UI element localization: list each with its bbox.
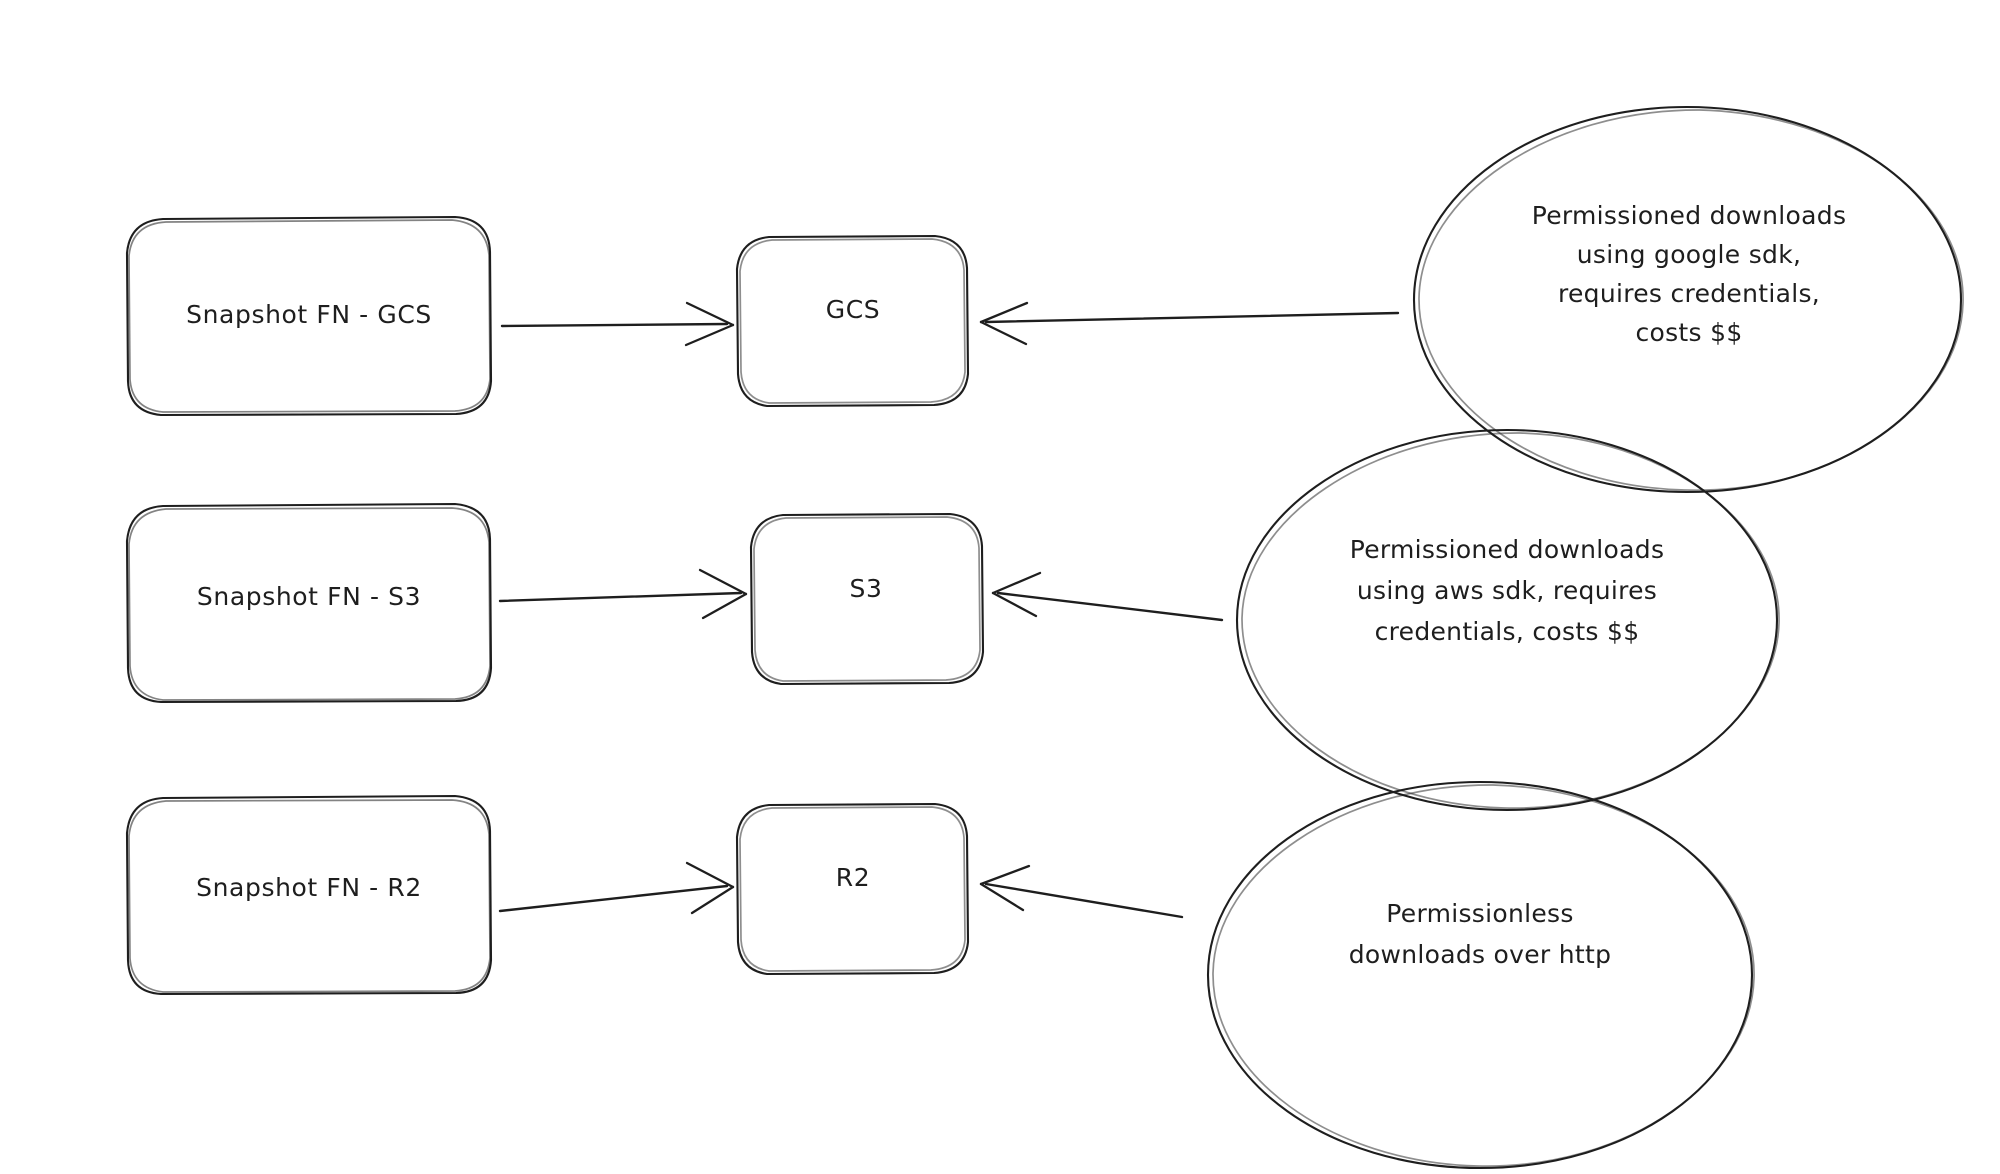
node-snapshot-fn-r2[interactable]: Snapshot FN - R2 (125, 794, 493, 996)
edge-s3-write (498, 568, 748, 620)
node-r2[interactable]: R2 (735, 802, 970, 976)
edge-r2-read (979, 864, 1184, 919)
node-gcs[interactable]: GCS (735, 234, 970, 408)
node-snapshot-fn-gcs[interactable]: Snapshot FN - GCS (125, 215, 493, 417)
node-label-gcs: GCS (826, 295, 881, 324)
note-r2[interactable]: Permissionless downloads over http (1206, 780, 1755, 1170)
note-gcs[interactable]: Permissioned downloads using google sdk,… (1412, 105, 1964, 494)
node-label-snapshot-fn-gcs: Snapshot FN - GCS (186, 300, 432, 329)
note-gcs-line-3: requires credentials, (1558, 279, 1820, 308)
note-gcs-line-1: Permissioned downloads (1532, 201, 1847, 230)
node-snapshot-fn-s3[interactable]: Snapshot FN - S3 (125, 502, 493, 704)
edge-gcs-read (979, 301, 1400, 346)
node-label-snapshot-fn-s3: Snapshot FN - S3 (197, 582, 421, 611)
edge-r2-write (498, 861, 735, 915)
edge-s3-read (991, 571, 1224, 622)
node-s3[interactable]: S3 (749, 512, 985, 686)
node-label-s3: S3 (850, 574, 883, 603)
note-gcs-line-2: using google sdk, (1577, 240, 1802, 269)
node-label-r2: R2 (836, 863, 870, 892)
note-s3-line-2: using aws sdk, requires (1357, 576, 1657, 605)
note-s3[interactable]: Permissioned downloads using aws sdk, re… (1235, 428, 1780, 812)
edge-gcs-write (500, 301, 735, 347)
note-s3-line-1: Permissioned downloads (1350, 535, 1665, 564)
note-r2-line-2: downloads over http (1349, 940, 1612, 969)
node-label-snapshot-fn-r2: Snapshot FN - R2 (196, 873, 422, 902)
note-gcs-line-4: costs $$ (1635, 318, 1742, 347)
note-r2-line-1: Permissionless (1386, 899, 1573, 928)
note-s3-line-3: credentials, costs $$ (1375, 617, 1640, 646)
